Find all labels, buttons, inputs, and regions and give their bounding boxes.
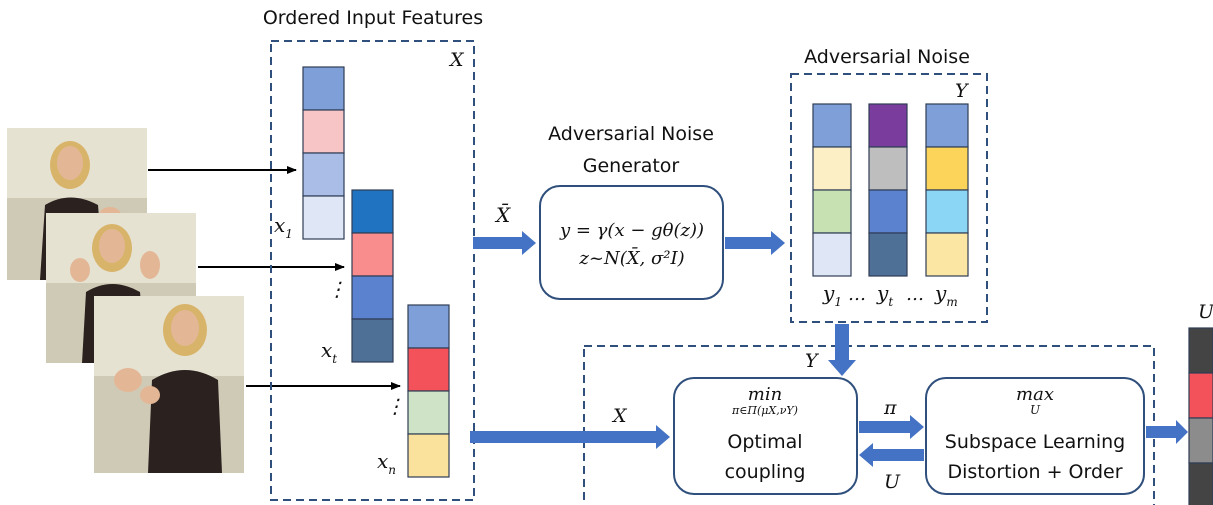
x1-cell	[302, 152, 345, 197]
noise-Y-label: Y	[955, 80, 970, 102]
generator-to-noise-arrow	[725, 231, 785, 255]
coupling-op: min	[748, 384, 782, 405]
y1-cell	[812, 146, 852, 191]
y-dots-1: …	[848, 284, 866, 305]
U-cell	[1188, 462, 1213, 505]
yt-cell	[868, 232, 908, 277]
xt-label: xt	[321, 338, 337, 366]
down-Y-label: Y	[805, 350, 820, 372]
xn-cell	[407, 433, 450, 478]
x1-cell	[302, 195, 345, 240]
ym-cell	[925, 232, 969, 277]
yt-label: yt	[876, 281, 893, 309]
pi-arrow	[859, 415, 924, 439]
U-output-label: U	[1198, 301, 1213, 323]
yt-cell	[868, 146, 908, 191]
coupling-op-sub: π∈Π(μX,νY)	[731, 404, 798, 417]
y1-cell	[812, 103, 852, 148]
xbar-label: X̄	[494, 202, 511, 227]
generator-title-line1: Adversarial Noise	[548, 123, 714, 145]
U-cell	[1188, 327, 1213, 374]
U-back-label: U	[884, 471, 901, 493]
ym-noise-vector	[925, 103, 969, 277]
X-input-label: X	[611, 405, 628, 427]
subspace-line1: Subspace Learning	[945, 431, 1125, 453]
features-X-label: X	[448, 49, 465, 71]
x-vdots-1: ⋮	[327, 277, 347, 301]
subspace-op-sub: U	[1030, 403, 1041, 417]
x1-cell	[302, 66, 345, 111]
coupling-box	[673, 377, 858, 495]
xt-feature-vector	[351, 189, 394, 363]
U-cell	[1188, 372, 1213, 419]
U-output-vector	[1188, 327, 1213, 505]
ym-cell	[925, 146, 969, 191]
xn-cell	[407, 304, 450, 349]
y1-cell	[812, 232, 852, 277]
yt-cell	[868, 189, 908, 234]
U-back-arrow	[859, 443, 924, 467]
noise-title: Adversarial Noise	[804, 46, 970, 68]
pi-label: π	[883, 397, 897, 419]
ym-label: ym	[934, 281, 958, 309]
xt-cell	[351, 318, 394, 363]
xn-cell	[407, 347, 450, 392]
xt-cell	[351, 232, 394, 277]
U-cell	[1188, 417, 1213, 464]
features-title: Ordered Input Features	[263, 7, 483, 29]
generator-eq2: z~N(X̄, σ²I)	[578, 246, 684, 269]
coupling-line1: Optimal	[727, 431, 802, 453]
generator-box	[539, 185, 724, 300]
x-to-coupling-arrow	[470, 425, 670, 449]
xn-cell	[407, 390, 450, 435]
ym-cell	[925, 189, 969, 234]
xn-label: xn	[377, 449, 396, 477]
coupling-line2: coupling	[725, 461, 806, 483]
x1-feature-vector	[302, 66, 345, 240]
xt-cell	[351, 275, 394, 320]
x1-cell	[302, 109, 345, 154]
y1-noise-vector	[812, 103, 852, 277]
video-frame-3	[94, 296, 244, 473]
noise-down-arrow	[828, 324, 856, 376]
y-dots-2: …	[906, 284, 924, 305]
x1-label: x1	[274, 213, 293, 241]
xn-feature-vector	[407, 304, 450, 478]
features-box	[270, 40, 475, 501]
y1-label: y1	[822, 281, 842, 309]
noise-box	[790, 73, 988, 323]
subspace-op: max	[1016, 384, 1054, 405]
yt-noise-vector	[868, 103, 908, 277]
xbar-arrow	[473, 231, 536, 255]
xt-cell	[351, 189, 394, 234]
generator-eq1: y = γ(x − gθ(z))	[559, 220, 704, 241]
x-vdots-2: ⋮	[385, 394, 405, 418]
generator-title-line2: Generator	[583, 155, 680, 177]
ym-cell	[925, 103, 969, 148]
subspace-box	[925, 377, 1145, 495]
y1-cell	[812, 189, 852, 234]
subspace-to-U-arrow	[1146, 420, 1188, 444]
yt-cell	[868, 103, 908, 148]
subspace-line2: Distortion + Order	[947, 461, 1122, 483]
